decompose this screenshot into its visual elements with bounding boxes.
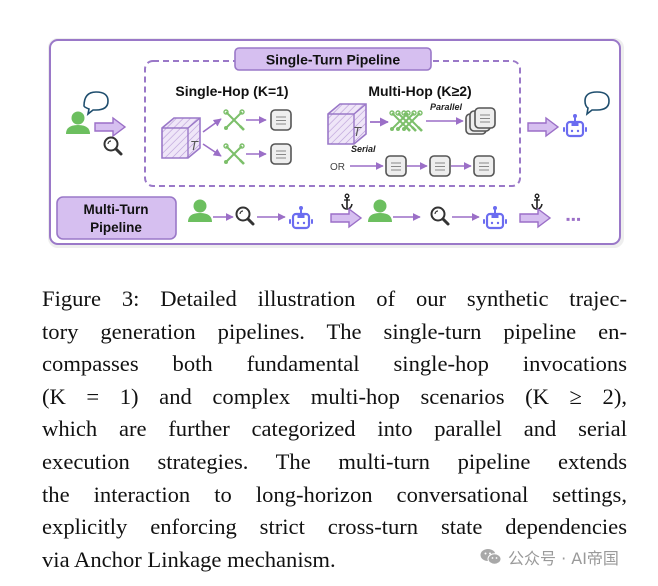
svg-text:Pipeline: Pipeline [90, 220, 142, 235]
caption-line: explicitly enforcing strict cross-turn s… [42, 514, 627, 540]
caption-line: compasses both fundamental single-hop in… [42, 351, 627, 377]
or-label: OR [330, 162, 345, 173]
serial-label: Serial [351, 144, 376, 154]
document-icon [270, 109, 292, 131]
arrow [202, 118, 222, 133]
document-icon [429, 155, 451, 177]
arrow [202, 143, 222, 157]
document-icon [473, 155, 495, 177]
caption-line: via Anchor Linkage mechanism. [42, 546, 336, 572]
caption-line: Figure 3: Detailed illustration of our s… [42, 286, 627, 311]
tool-cube-icon: T [161, 117, 201, 159]
multi-turn-label-box: Multi-Turn Pipeline [56, 196, 177, 240]
single-turn-label: Single-Turn Pipeline [266, 52, 401, 68]
document-icon [385, 155, 407, 177]
continuation-ellipsis: ▪▪▪ [566, 212, 582, 226]
single-turn-dashed-region [144, 60, 521, 187]
caption-line: (K = 1) and complex multi-hop scenarios … [42, 383, 627, 409]
watermark: 公众号 · AI帝国 [480, 545, 619, 569]
speech-bubble-icon [584, 91, 610, 116]
speech-bubble-icon [83, 91, 109, 116]
parallel-label: Parallel [430, 102, 463, 112]
caption-line: execution strategies. The multi-turn pip… [42, 448, 627, 474]
tool-cube-icon: T [327, 103, 367, 145]
multi-hop-title: Multi-Hop (K≥2) [368, 83, 471, 99]
svg-text:T: T [353, 124, 362, 139]
svg-text:Multi-Turn: Multi-Turn [84, 202, 149, 217]
caption-line: which are further categorized into paral… [42, 416, 627, 442]
pipeline-figure: Single-Turn Pipeline Single-Hop (K=1) T … [48, 38, 624, 248]
caption-line: the interaction to long-horizon conversa… [42, 481, 627, 507]
wechat-icon [480, 549, 502, 565]
caption-line: tory generation pipelines. The single-tu… [42, 318, 627, 344]
svg-text:T: T [190, 138, 199, 153]
single-hop-title: Single-Hop (K=1) [175, 83, 288, 99]
watermark-text: 公众号 · AI帝国 [508, 549, 619, 568]
single-turn-label-box: Single-Turn Pipeline [234, 47, 432, 71]
document-icon [270, 143, 292, 165]
figure-caption: Figure 3: Detailed illustration of our s… [42, 283, 627, 576]
